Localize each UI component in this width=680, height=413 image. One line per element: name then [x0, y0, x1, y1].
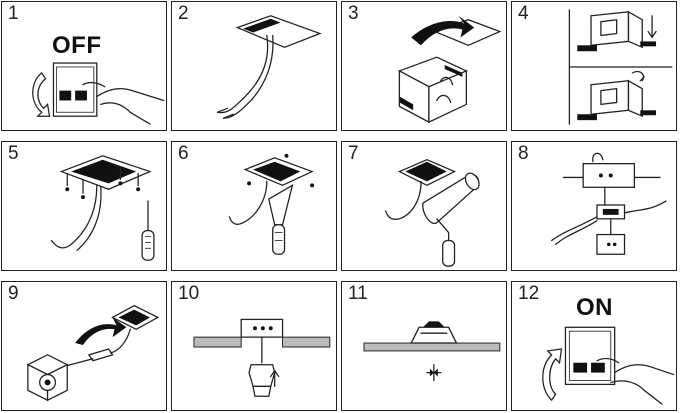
spring-clips-icon: [568, 9, 673, 125]
wire-connection-icon: [551, 152, 667, 255]
step-9-panel: 9: [1, 281, 167, 411]
connect-housing-icon: [26, 304, 160, 402]
screw-mount-icon: [50, 155, 155, 261]
step-number: 5: [8, 143, 19, 164]
step-6-panel: 6: [171, 141, 337, 271]
step-12-panel: 12 ON: [511, 281, 677, 411]
step-number: 1: [8, 3, 19, 24]
cable-through-hole-icon: [216, 15, 322, 119]
step-11-panel: 11: [341, 281, 507, 411]
step-number: 7: [348, 143, 359, 164]
step-3-panel: 3: [341, 1, 507, 131]
switch-on-icon: [542, 326, 675, 405]
step-label-off: OFF: [52, 32, 102, 59]
step-1-panel: 1 OFF: [1, 1, 167, 131]
step-number: 3: [348, 3, 359, 24]
step-number: 8: [518, 143, 529, 164]
step-number: 4: [518, 3, 529, 24]
step-number: 6: [178, 143, 189, 164]
lamp-fitted-icon: [363, 321, 501, 382]
step-4-panel: 4: [511, 1, 677, 131]
step-7-panel: 7: [341, 141, 507, 271]
lamp-insert-icon: [193, 318, 331, 397]
step-number: 2: [178, 3, 189, 24]
step-number: 11: [348, 283, 368, 304]
switch-off-icon: [32, 62, 165, 125]
step-8-panel: 8: [511, 141, 677, 271]
roller-paint-icon: [384, 159, 480, 267]
step-5-panel: 5: [1, 141, 167, 271]
insert-housing-icon: [397, 15, 502, 124]
step-10-panel: 10: [171, 281, 337, 411]
step-2-panel: 2: [171, 1, 337, 131]
trim-cut-icon: [228, 153, 315, 255]
step-label-on: ON: [576, 294, 613, 321]
step-number: 12: [518, 283, 540, 304]
step-number: 9: [8, 283, 19, 304]
step-number: 10: [178, 283, 200, 304]
